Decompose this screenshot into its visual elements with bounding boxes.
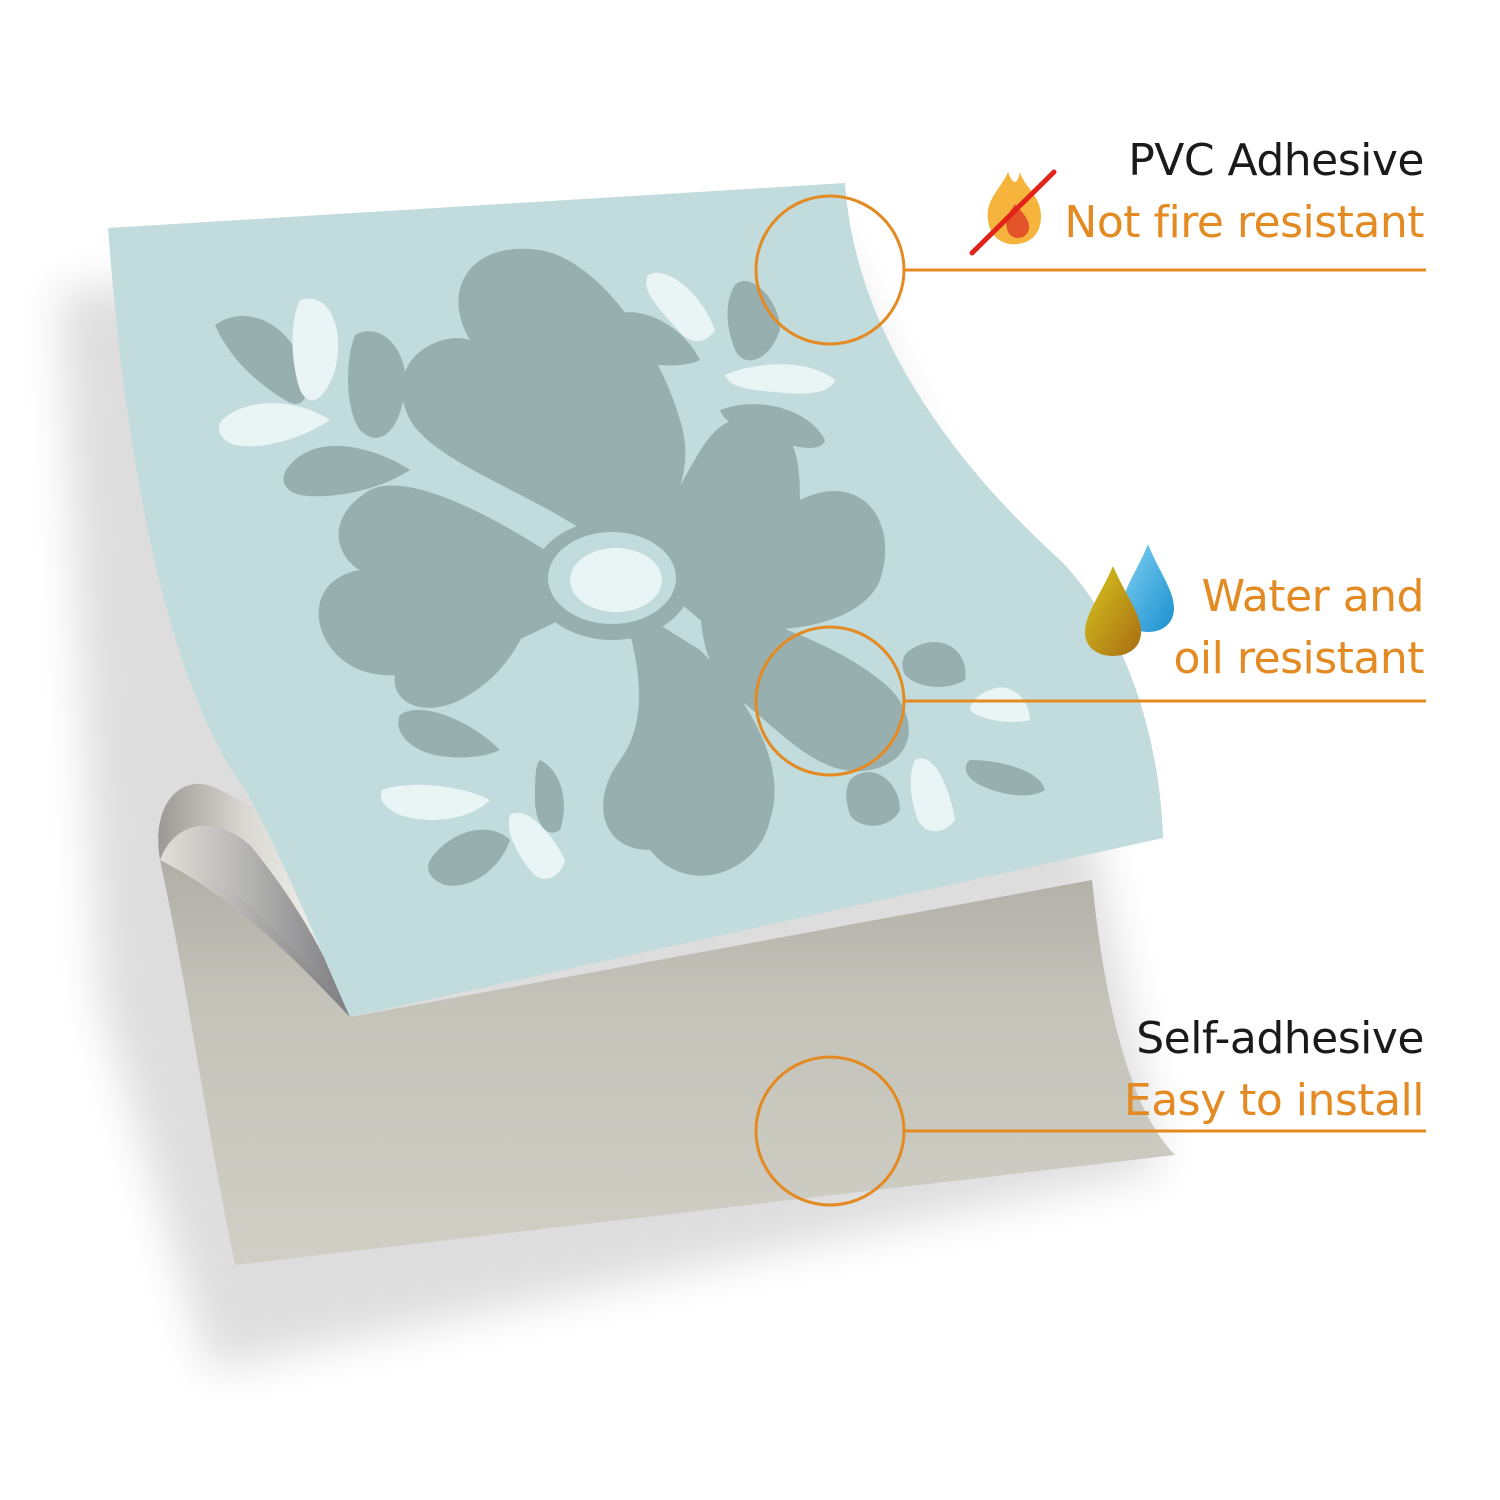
floral-pattern [215,248,1045,886]
feature-detail: Not fire resistant [1064,197,1424,248]
feature-title: PVC Adhesive [1128,135,1424,186]
water-and-oil-drops-icon [1085,544,1174,656]
feature-detail-line-2: oil resistant [1173,633,1425,684]
crossed-out-flame-icon [969,169,1057,256]
vinyl-tile-sheet [108,183,1163,1017]
feature-self-adhesive: Self-adhesive Easy to install [1123,1008,1425,1132]
feature-detail-line-1: Water and [1201,571,1425,622]
feature-pvc-adhesive: PVC Adhesive Not fire resistant [1064,130,1424,254]
feature-water-oil-resistant: Water and oil resistant [1173,566,1425,690]
callout-markers [754,194,1426,1207]
feature-title: Self-adhesive [1136,1013,1424,1064]
feature-detail: Easy to install [1123,1075,1425,1126]
